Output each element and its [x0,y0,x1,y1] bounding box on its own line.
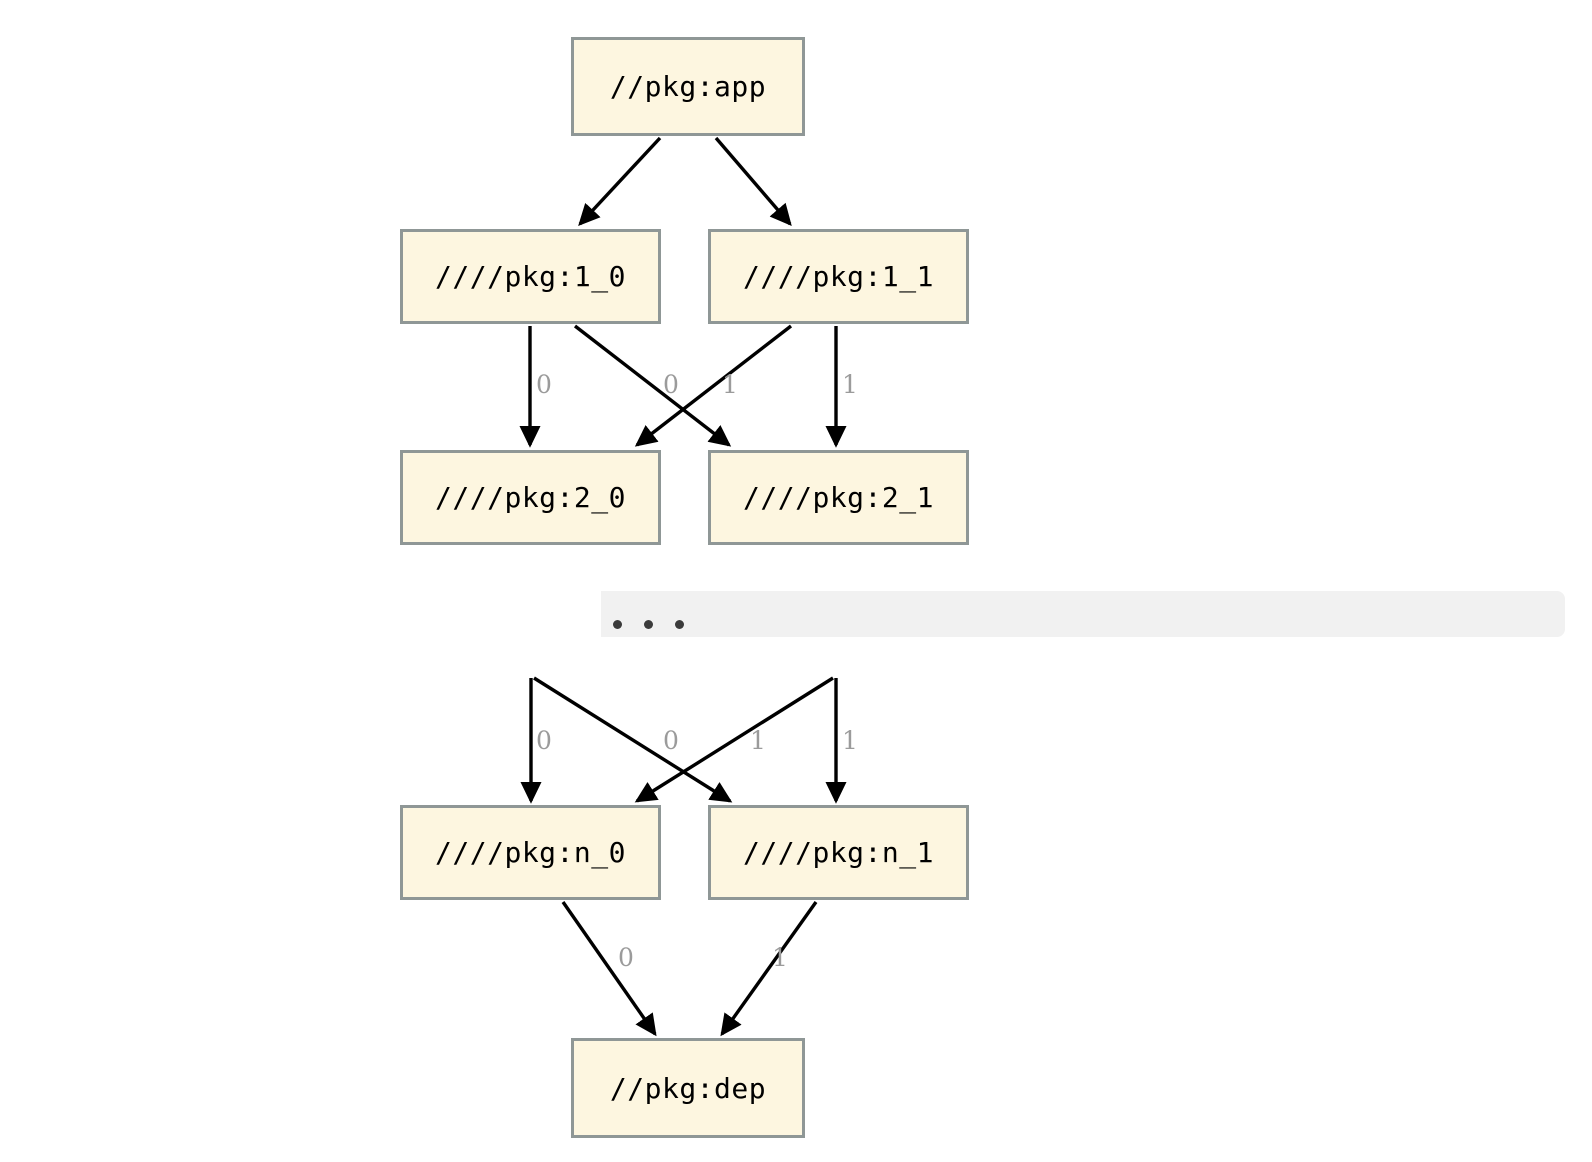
graph-node-nn_1[interactable]: ////pkg:n_1 [708,805,969,900]
graph-node-n1_0[interactable]: ////pkg:1_0 [400,229,661,324]
graph-node-dep[interactable]: //pkg:dep [571,1038,805,1138]
ellipsis-truncation-band [601,591,1565,637]
graph-node-nn_0[interactable]: ////pkg:n_0 [400,805,661,900]
graph-node-app[interactable]: //pkg:app [571,37,805,136]
graph-edge-n1_1-to-n2_0 [634,324,793,447]
edge-label-n1_1-to-n2_0: 1 [722,370,738,399]
graph-edge-hidden-to-nn_1 [533,676,733,803]
graph-edge-app-to-n1_0 [578,136,662,226]
graph-node-n2_1[interactable]: ////pkg:2_1 [708,450,969,545]
ellipsis-dot [675,620,684,629]
edge-label-nn_0-to-dep: 0 [618,943,634,972]
graph-edge-app-to-n1_1 [714,136,792,227]
edge-label-hidden-to-nn_1: 1 [842,726,858,755]
ellipsis-dot [613,620,622,629]
edge-label-hidden-to-nn_0: 0 [536,726,552,755]
graph-node-n1_1[interactable]: ////pkg:1_1 [708,229,969,324]
edge-label-hidden-to-nn_0: 1 [750,726,766,755]
graph-edge-nn_1-to-dep [720,901,818,1037]
graph-edge-n1_0-to-n2_1 [573,324,732,447]
ellipsis-dot [644,620,653,629]
edge-label-hidden-to-nn_1: 0 [663,726,679,755]
edge-label-nn_1-to-dep: 1 [772,943,788,972]
edge-label-n1_0-to-n2_1: 0 [663,370,679,399]
graph-node-n2_0[interactable]: ////pkg:2_0 [400,450,661,545]
edge-label-n1_1-to-n2_1: 1 [842,370,858,399]
graph-edge-nn_0-to-dep [561,901,657,1037]
edge-label-n1_0-to-n2_0: 0 [536,370,552,399]
